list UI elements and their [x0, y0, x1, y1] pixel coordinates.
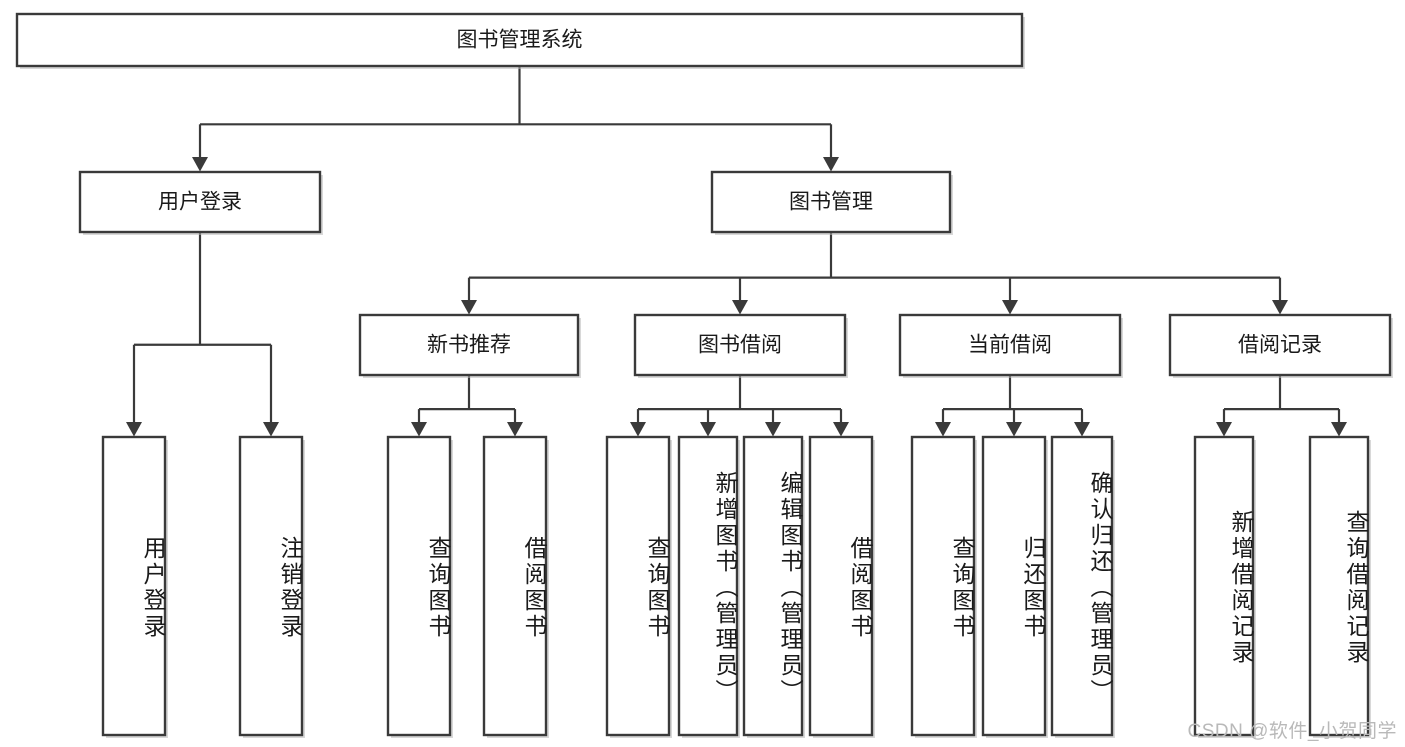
node-leaf-edit-book-admin[interactable] — [742, 435, 805, 738]
node-root[interactable] — [15, 12, 1025, 69]
node-borrow-record[interactable] — [1168, 313, 1393, 378]
node-leaf-query-book-1[interactable] — [386, 435, 453, 738]
node-leaf-add-book-admin[interactable] — [677, 435, 740, 738]
node-leaf-query-book-3[interactable] — [910, 435, 977, 738]
node-leaf-confirm-return-admin[interactable] — [1050, 435, 1115, 738]
node-user-login[interactable] — [78, 170, 323, 235]
node-current-borrow[interactable] — [898, 313, 1123, 378]
node-leaf-query-book-2[interactable] — [605, 435, 672, 738]
node-label-book-borrow: 图书借阅 — [698, 334, 782, 357]
node-leaf-logout-login[interactable] — [238, 435, 305, 738]
node-leaf-borrow-book-2[interactable] — [808, 435, 875, 738]
node-leaf-return-book[interactable] — [981, 435, 1048, 738]
node-label-borrow-record: 借阅记录 — [1238, 334, 1322, 357]
node-label-current-borrow: 当前借阅 — [968, 334, 1052, 357]
node-leaf-user-login[interactable] — [101, 435, 168, 738]
node-label-user-login: 用户登录 — [158, 191, 242, 214]
watermark-text: CSDN @软件_小贺同学 — [1187, 721, 1397, 742]
node-book-borrow[interactable] — [633, 313, 848, 378]
node-new-book-recommend[interactable] — [358, 313, 581, 378]
node-leaf-borrow-book-1[interactable] — [482, 435, 549, 738]
node-label-root: 图书管理系统 — [457, 29, 583, 52]
node-leaf-add-borrow-record[interactable] — [1193, 435, 1256, 738]
node-label-new-book-recommend: 新书推荐 — [427, 334, 511, 357]
node-book-manage[interactable] — [710, 170, 953, 235]
node-label-book-manage: 图书管理 — [789, 191, 873, 214]
node-leaf-query-borrow-record[interactable] — [1308, 435, 1371, 738]
